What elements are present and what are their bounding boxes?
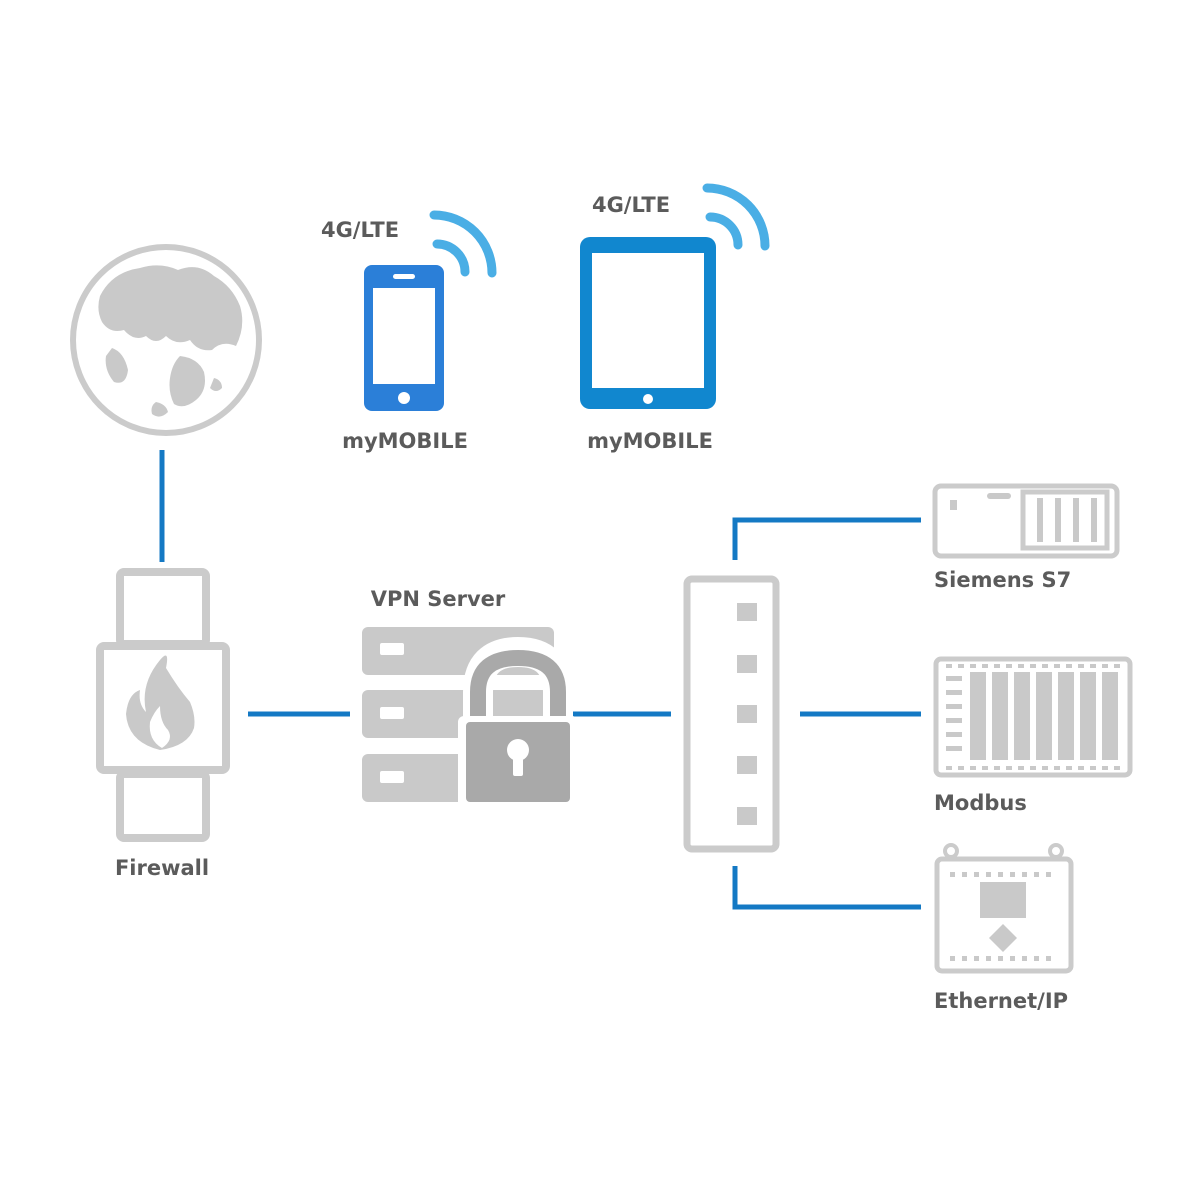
tablet-signal-icon xyxy=(702,183,770,251)
globe-continent-south xyxy=(105,348,128,383)
tablet-name-label: myMOBILE xyxy=(587,429,713,453)
connection-lines xyxy=(159,450,921,910)
switch-port-5 xyxy=(737,807,757,825)
switch-port-2 xyxy=(737,655,757,673)
smartphone-icon xyxy=(364,265,444,411)
flame-icon xyxy=(126,655,195,750)
switch-port-1 xyxy=(737,603,757,621)
globe-continent-north xyxy=(98,265,243,351)
siemens-label: Siemens S7 xyxy=(934,568,1071,592)
modbus-label: Modbus xyxy=(934,791,1027,815)
switch-port-4 xyxy=(737,756,757,774)
network-switch-icon xyxy=(683,575,780,853)
switch-ethernet-link xyxy=(732,866,921,910)
globe-island-small xyxy=(210,378,222,391)
siemens-plc-icon xyxy=(932,483,1120,559)
server-led-3 xyxy=(380,771,404,783)
modbus-plc-icon xyxy=(933,656,1133,778)
globe-icon xyxy=(70,244,262,436)
server-lock-icon xyxy=(362,627,578,808)
ethernet-ip-module-icon xyxy=(934,843,1074,974)
server-led-1 xyxy=(380,643,404,655)
switch-siemens-link xyxy=(732,517,921,560)
globe-continent-east xyxy=(169,356,205,407)
padlock-icon xyxy=(458,636,578,808)
wireless-signal-icon xyxy=(429,210,497,278)
ethernet-label: Ethernet/IP xyxy=(934,989,1068,1013)
tablet-network-label: 4G/LTE xyxy=(592,193,670,217)
phone-name-label: myMOBILE xyxy=(342,429,468,453)
firewall-label: Firewall xyxy=(115,856,209,880)
firewall-flame-icon xyxy=(96,568,230,842)
phone-network-label: 4G/LTE xyxy=(321,218,399,242)
globe-island xyxy=(151,402,168,417)
tablet-icon xyxy=(580,237,716,409)
server-led-2 xyxy=(380,707,404,719)
switch-port-3 xyxy=(737,705,757,723)
flame-inner xyxy=(149,706,170,748)
vpn-server-label: VPN Server xyxy=(371,587,506,611)
